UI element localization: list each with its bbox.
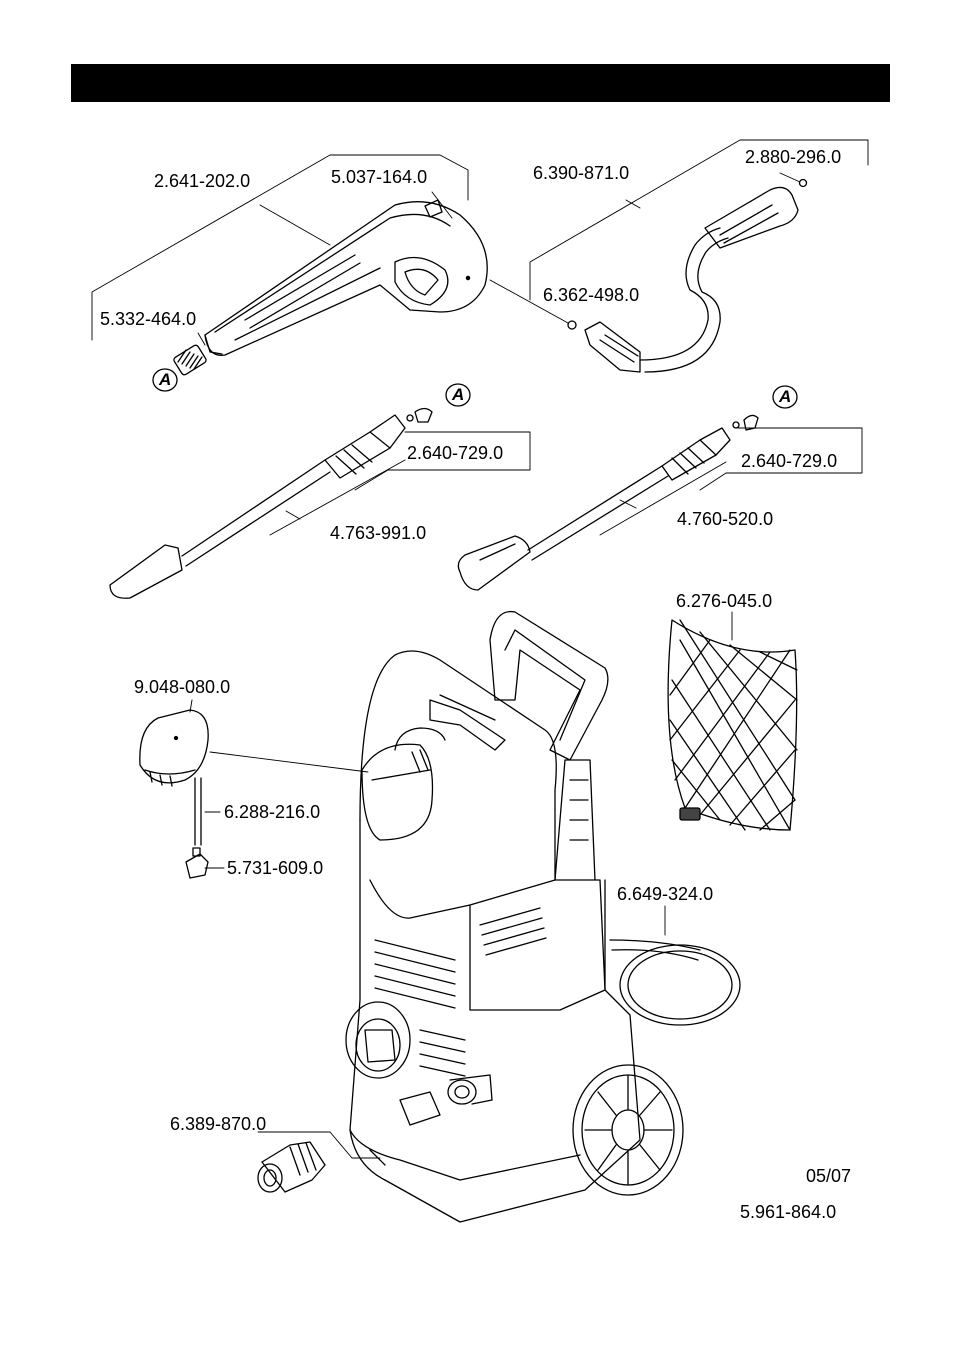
trigger-gun <box>205 200 487 355</box>
part-label-6-649-324-0: 6.649-324.0 <box>617 884 713 904</box>
footer-date: 05/07 <box>806 1166 851 1186</box>
detergent-nozzle-parts <box>140 710 208 878</box>
hose-coil <box>610 940 740 1025</box>
part-label-5-731-609-0: 5.731-609.0 <box>227 858 323 878</box>
part-label-6-362-498-0: 6.362-498.0 <box>543 285 639 305</box>
part-label-2-640-729-0-left: 2.640-729.0 <box>407 443 503 463</box>
lance-vario <box>458 415 758 590</box>
part-label-5-037-164-0: 5.037-164.0 <box>331 167 427 187</box>
detail-marker-a-1: A <box>159 370 171 390</box>
part-label-2-641-202-0: 2.641-202.0 <box>154 171 250 191</box>
part-label-6-390-871-0: 6.390-871.0 <box>533 163 629 183</box>
detail-a-markers <box>153 369 797 408</box>
wheel <box>573 1065 683 1195</box>
lance-dirtblaster <box>110 409 432 599</box>
part-label-2-880-296-0: 2.880-296.0 <box>745 147 841 167</box>
part-label-6-389-870-0: 6.389-870.0 <box>170 1114 266 1134</box>
part-label-2-640-729-0-right: 2.640-729.0 <box>741 451 837 471</box>
part-label-4-760-520-0: 4.760-520.0 <box>677 509 773 529</box>
part-label-6-276-045-0: 6.276-045.0 <box>676 591 772 611</box>
part-label-9-048-080-0: 9.048-080.0 <box>134 677 230 697</box>
detail-marker-a-3: A <box>779 387 791 407</box>
part-label-6-288-216-0: 6.288-216.0 <box>224 802 320 822</box>
part-label-4-763-991-0: 4.763-991.0 <box>330 523 426 543</box>
footer-doc-number: 5.961-864.0 <box>740 1202 836 1222</box>
spring <box>173 344 207 376</box>
part-label-5-332-464-0: 5.332-464.0 <box>100 309 196 329</box>
high-pressure-hose <box>568 180 807 373</box>
detail-marker-a-2: A <box>452 385 464 405</box>
accessory-mesh-bag <box>668 620 797 830</box>
garden-hose-coupling <box>258 1142 325 1192</box>
